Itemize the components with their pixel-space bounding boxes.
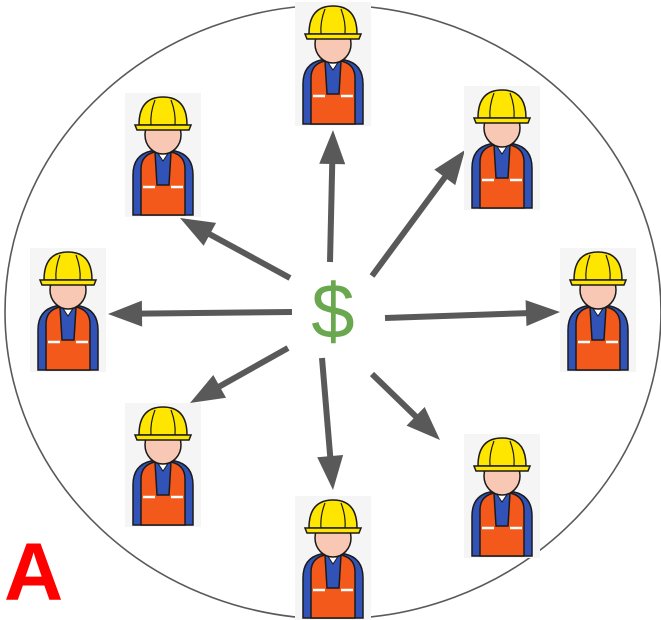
construction-worker-icon	[558, 246, 638, 374]
arrow-head	[406, 406, 440, 440]
construction-worker-icon	[123, 91, 203, 219]
arrow-shaft	[139, 309, 293, 317]
arrow-head	[190, 375, 227, 403]
worker-bottom-right	[462, 432, 542, 560]
worker-bottom-left	[123, 401, 203, 529]
worker-right	[558, 246, 638, 374]
construction-worker-icon	[462, 432, 542, 560]
worker-top-right	[462, 84, 542, 212]
construction-worker-icon	[123, 401, 203, 529]
arrows-layer	[108, 130, 560, 490]
arrow-to-worker-left	[108, 300, 293, 327]
arrow-head	[319, 130, 346, 165]
construction-worker-icon	[28, 246, 108, 374]
dollar-sign-icon: $	[311, 267, 354, 355]
arrow-shaft	[384, 310, 529, 321]
arrow-head	[317, 455, 344, 490]
construction-worker-icon	[293, 494, 373, 620]
arrow-head	[434, 150, 465, 186]
arrow-to-worker-top-left	[180, 218, 292, 281]
worker-left	[28, 246, 108, 374]
panel-label: A	[4, 527, 64, 618]
construction-worker-icon	[293, 0, 373, 128]
arrow-to-worker-top	[319, 130, 346, 263]
arrow-to-worker-top-right	[369, 150, 465, 278]
arrow-shaft	[327, 161, 336, 263]
worker-top-left	[123, 91, 203, 219]
arrow-shaft	[369, 371, 420, 420]
arrow-to-worker-bottom	[317, 357, 344, 490]
worker-top	[293, 0, 373, 128]
arrow-to-worker-right	[384, 300, 560, 327]
arrow-shaft	[206, 230, 292, 281]
arrow-head	[180, 218, 217, 246]
arrow-shaft	[319, 357, 334, 459]
construction-worker-icon	[462, 84, 542, 212]
arrow-shaft	[369, 173, 449, 278]
worker-bottom	[293, 494, 373, 620]
arrow-head	[108, 300, 143, 327]
arrow-head	[525, 300, 560, 327]
arrow-to-worker-bottom-right	[369, 371, 440, 440]
arrow-shaft	[216, 345, 290, 390]
arrow-to-worker-bottom-left	[190, 345, 290, 403]
